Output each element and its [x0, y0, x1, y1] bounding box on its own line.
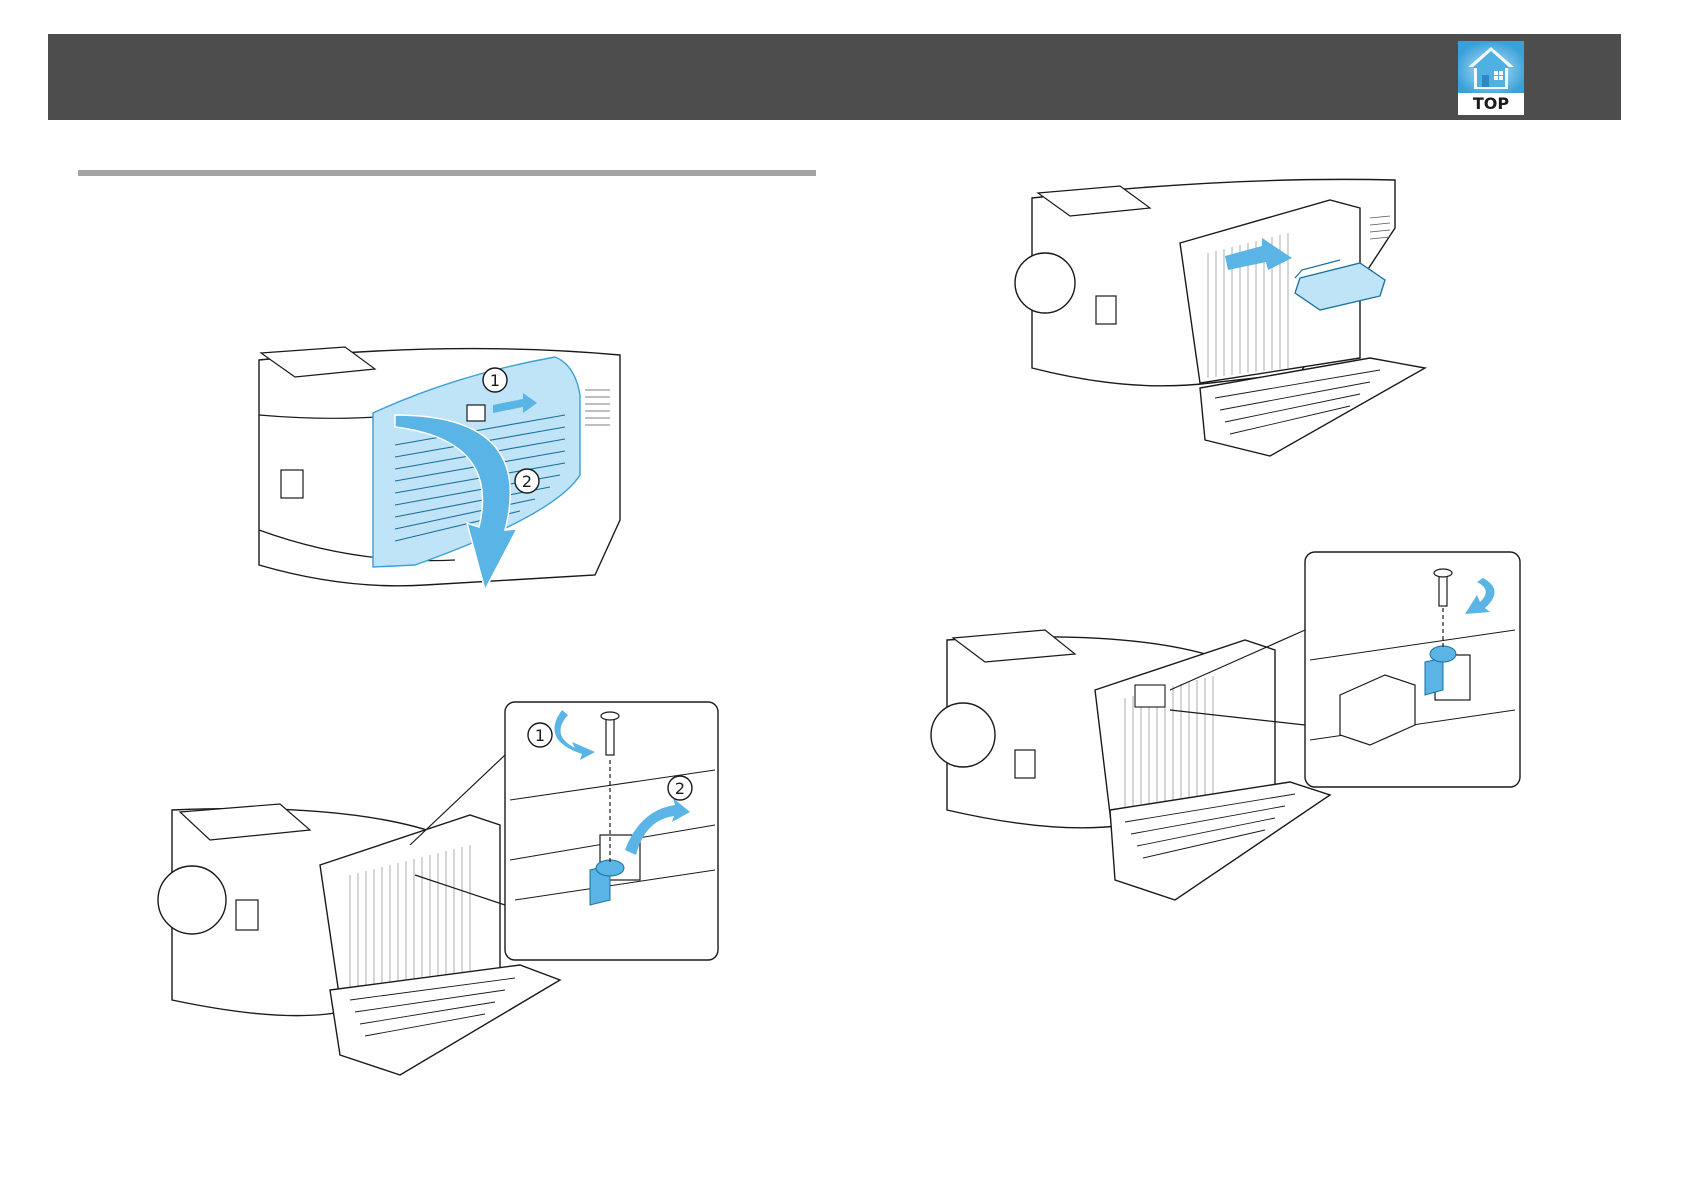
section-rule — [78, 170, 816, 176]
svg-text:1: 1 — [490, 371, 500, 390]
projector-stopper-attach-illustration — [945, 550, 1525, 910]
projector-stopper-illustration: 1 2 — [170, 700, 730, 1080]
header-bar — [48, 34, 1621, 120]
top-button-label: TOP — [1458, 93, 1524, 115]
svg-text:2: 2 — [675, 779, 685, 798]
callout-2: 2 — [668, 776, 692, 800]
callout-2: 2 — [515, 469, 539, 493]
projector-wlan-insert-illustration — [1030, 178, 1420, 458]
top-button[interactable]: TOP — [1458, 41, 1524, 115]
callout-1: 1 — [528, 723, 552, 747]
svg-text:2: 2 — [522, 472, 532, 491]
figure-insert-wireless-lan-unit — [1030, 178, 1420, 458]
svg-text:1: 1 — [535, 726, 545, 745]
callout-1: 1 — [483, 368, 507, 392]
figure-open-filter-cover: 1 2 — [255, 345, 635, 605]
cover-lever-icon — [467, 405, 485, 421]
figure-attach-stopper-with-screw — [945, 550, 1525, 910]
figure-remove-screw-and-stopper: 1 2 — [170, 700, 730, 1080]
house-icon — [1458, 41, 1524, 93]
projector-cover-illustration: 1 2 — [255, 345, 635, 605]
